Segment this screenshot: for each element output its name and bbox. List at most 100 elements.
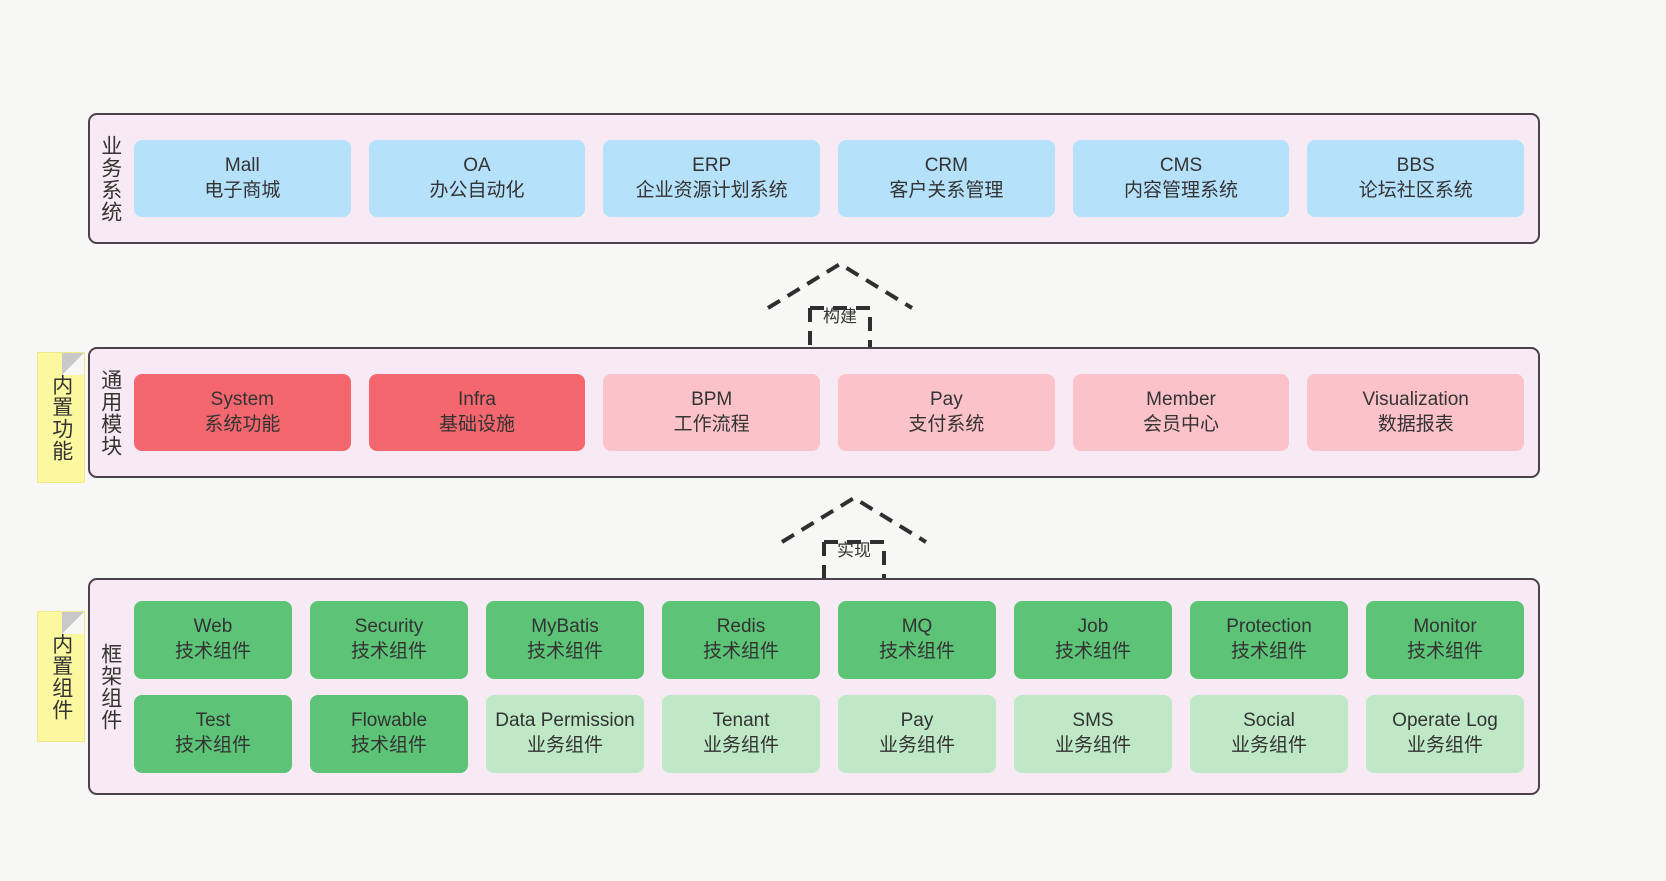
arrow-shaft (808, 306, 872, 350)
card-title: Test (195, 709, 231, 731)
card-title: Flowable (350, 709, 428, 731)
card-crm[interactable]: CRM 客户关系管理 (838, 140, 1055, 217)
card-subtitle: 技术组件 (526, 640, 603, 662)
card-row: System 系统功能 Infra 基础设施 BPM 工作流程 Pay 支付系统… (134, 374, 1525, 451)
card-subtitle: 工作流程 (673, 413, 750, 435)
card-subtitle: 内容管理系统 (1124, 179, 1239, 201)
card-tenant[interactable]: Tenant 业务组件 (662, 694, 820, 773)
card-title: Social (1243, 709, 1295, 731)
card-web[interactable]: Web 技术组件 (134, 600, 292, 679)
card-mybatis[interactable]: MyBatis 技术组件 (486, 600, 644, 679)
card-subtitle: 论坛社区系统 (1358, 179, 1473, 201)
card-subtitle: 技术组件 (350, 640, 427, 662)
card-title: Tenant (712, 709, 770, 731)
card-title: System (210, 388, 275, 410)
card-title: Mall (224, 154, 260, 176)
card-subtitle: 会员中心 (1143, 413, 1220, 435)
connector-implement: 实现 (774, 492, 934, 584)
card-test[interactable]: Test 技术组件 (134, 694, 292, 773)
connector-build: 构建 (760, 258, 920, 350)
card-subtitle: 系统功能 (204, 413, 281, 435)
card-subtitle: 技术组件 (702, 640, 779, 662)
layer-title-business-system: 业务系统 (98, 134, 122, 223)
card-subtitle: 基础设施 (439, 413, 516, 435)
card-title: Web (193, 615, 233, 637)
card-bpm[interactable]: BPM 工作流程 (603, 374, 821, 451)
card-erp[interactable]: ERP 企业资源计划系统 (603, 140, 821, 217)
card-title: Monitor (1413, 615, 1477, 637)
card-subtitle: 业务组件 (526, 734, 603, 756)
layer-body-framework-components: Web 技术组件 Security 技术组件 MyBatis 技术组件 Redi… (130, 580, 1538, 793)
card-cms[interactable]: CMS 内容管理系统 (1072, 140, 1290, 217)
layer-body-common-modules: System 系统功能 Infra 基础设施 BPM 工作流程 Pay 支付系统… (130, 349, 1538, 476)
card-title: MQ (901, 615, 933, 637)
card-protection[interactable]: Protection 技术组件 (1190, 600, 1348, 679)
layer-title-framework-components: 框架组件 (98, 642, 122, 731)
card-subtitle: 业务组件 (878, 734, 955, 756)
card-infra[interactable]: Infra 基础设施 (368, 374, 586, 451)
card-title: Member (1146, 388, 1216, 410)
card-member[interactable]: Member 会员中心 (1072, 374, 1290, 451)
card-job[interactable]: Job 技术组件 (1014, 600, 1172, 679)
card-row: Test 技术组件 Flowable 技术组件 Data Permission … (134, 694, 1524, 773)
card-subtitle: 客户关系管理 (889, 179, 1004, 201)
sticky-note-builtin-components: 内置组件 (37, 611, 85, 742)
sticky-note-builtin-functions: 内置功能 (37, 352, 85, 483)
card-pay[interactable]: Pay 支付系统 (838, 374, 1055, 451)
card-title: CMS (1159, 154, 1203, 176)
layer-business-system: 业务系统 Mall 电子商城 OA 办公自动化 ERP 企业资源计划系统 CRM… (88, 113, 1540, 244)
card-subtitle: 技术组件 (1406, 640, 1483, 662)
card-subtitle: 业务组件 (702, 734, 779, 756)
card-monitor[interactable]: Monitor 技术组件 (1366, 600, 1524, 679)
card-title: BBS (1396, 154, 1435, 176)
card-title: Data Permission (495, 709, 635, 731)
card-row: Web 技术组件 Security 技术组件 MyBatis 技术组件 Redi… (134, 600, 1524, 679)
card-subtitle: 业务组件 (1230, 734, 1307, 756)
card-title: Infra (457, 388, 497, 410)
card-operate-log[interactable]: Operate Log 业务组件 (1366, 694, 1524, 773)
card-subtitle: 办公自动化 (429, 179, 525, 201)
card-subtitle: 技术组件 (1054, 640, 1131, 662)
card-title: SMS (1072, 709, 1114, 731)
card-system[interactable]: System 系统功能 (134, 374, 351, 451)
card-title: Operate Log (1392, 709, 1498, 731)
card-subtitle: 数据报表 (1377, 413, 1454, 435)
card-title: Pay (929, 388, 963, 410)
card-subtitle: 支付系统 (908, 413, 985, 435)
layer-title-common-modules: 通用模块 (98, 368, 122, 457)
sticky-note-label: 内置组件 (49, 632, 73, 721)
card-title: MyBatis (531, 615, 599, 637)
card-subtitle: 技术组件 (878, 640, 955, 662)
connector-label-build: 构建 (823, 307, 857, 326)
card-mall[interactable]: Mall 电子商城 (134, 140, 351, 217)
card-subtitle: 技术组件 (174, 734, 251, 756)
card-flowable[interactable]: Flowable 技术组件 (310, 694, 468, 773)
card-social[interactable]: Social 业务组件 (1190, 694, 1348, 773)
card-security[interactable]: Security 技术组件 (310, 600, 468, 679)
card-visualization[interactable]: Visualization 数据报表 (1307, 374, 1525, 451)
layer-body-business-system: Mall 电子商城 OA 办公自动化 ERP 企业资源计划系统 CRM 客户关系… (130, 115, 1538, 242)
card-bbs[interactable]: BBS 论坛社区系统 (1307, 140, 1525, 217)
card-title: CRM (924, 154, 968, 176)
card-pay-business[interactable]: Pay 业务组件 (838, 694, 996, 773)
card-subtitle: 技术组件 (174, 640, 251, 662)
card-sms[interactable]: SMS 业务组件 (1014, 694, 1172, 773)
card-title: ERP (692, 154, 732, 176)
card-row: Mall 电子商城 OA 办公自动化 ERP 企业资源计划系统 CRM 客户关系… (134, 140, 1525, 217)
card-title: Redis (716, 615, 766, 637)
card-mq[interactable]: MQ 技术组件 (838, 600, 996, 679)
card-title: OA (463, 154, 491, 176)
card-oa[interactable]: OA 办公自动化 (368, 140, 586, 217)
arrow-shaft (822, 540, 886, 584)
layer-framework-components: 框架组件 Web 技术组件 Security 技术组件 MyBatis 技术组件… (88, 578, 1540, 795)
card-subtitle: 业务组件 (1054, 734, 1131, 756)
arrow-head (766, 261, 914, 310)
card-subtitle: 企业资源计划系统 (635, 179, 788, 201)
card-subtitle: 技术组件 (1230, 640, 1307, 662)
card-title: Visualization (1362, 388, 1469, 410)
card-data-permission[interactable]: Data Permission 业务组件 (486, 694, 644, 773)
arrow-head (780, 495, 928, 544)
card-title: Security (354, 615, 424, 637)
connector-label-implement: 实现 (837, 541, 871, 560)
card-redis[interactable]: Redis 技术组件 (662, 600, 820, 679)
